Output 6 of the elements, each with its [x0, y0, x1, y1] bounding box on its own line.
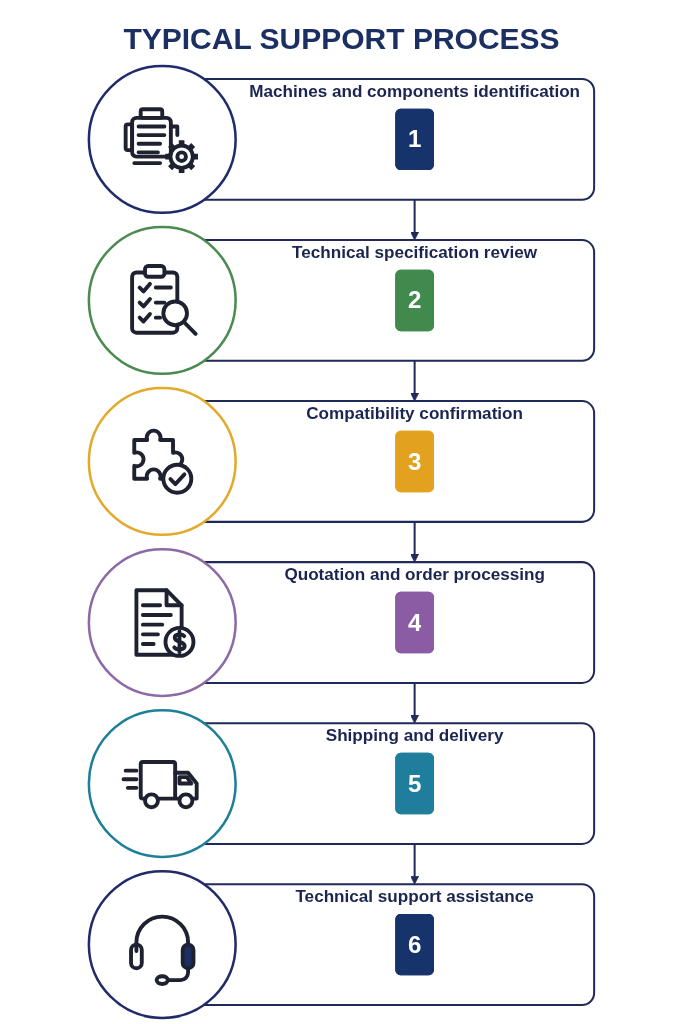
- arrow: [410, 360, 420, 402]
- arrow: [410, 843, 420, 885]
- title: TYPICAL SUPPORT PROCESS: [123, 22, 560, 56]
- arrow: [410, 199, 420, 241]
- arrow: [410, 682, 420, 724]
- arrow: [410, 521, 420, 563]
